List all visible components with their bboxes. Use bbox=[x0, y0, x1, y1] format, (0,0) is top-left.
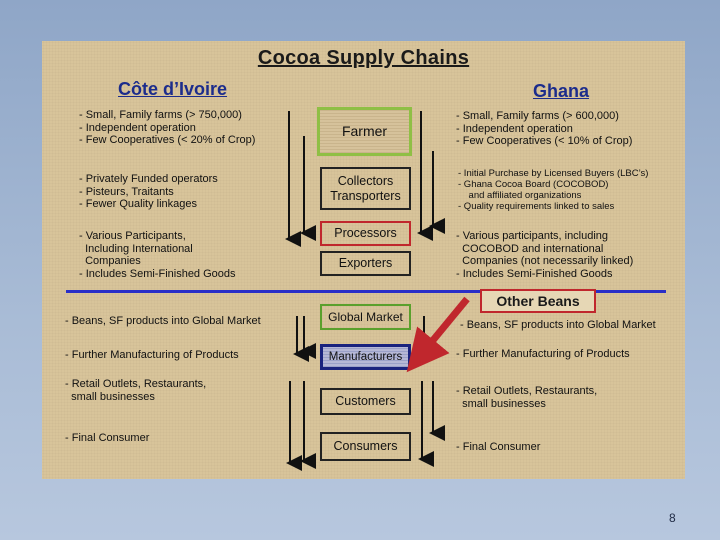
other-beans-box: Other Beans bbox=[480, 289, 596, 313]
manufacturers-box: Manufacturers bbox=[320, 344, 411, 370]
right-farm-notes: - Small, Family farms (> 600,000) - Inde… bbox=[456, 110, 633, 148]
consumers-box: Consumers bbox=[320, 432, 411, 461]
right-global-market-notes: - Beans, SF products into Global Market bbox=[460, 319, 656, 331]
right-retail-notes: - Retail Outlets, Restaurants, small bus… bbox=[456, 385, 598, 410]
right-manufacturing-notes: - Further Manufacturing of Products bbox=[456, 348, 630, 360]
collectors-box: Collectors Transporters bbox=[320, 167, 411, 210]
page-number: 8 bbox=[669, 511, 676, 525]
customers-box: Customers bbox=[320, 388, 411, 415]
left-exporter-notes: - Various Participants, Including Intern… bbox=[79, 230, 236, 280]
flow-arrows bbox=[285, 111, 470, 471]
right-consumer-notes: - Final Consumer bbox=[456, 441, 541, 453]
right-collector-notes: - Initial Purchase by Licensed Buyers (L… bbox=[458, 168, 649, 212]
exporters-box: Exporters bbox=[320, 251, 411, 276]
left-manufacturing-notes: - Further Manufacturing of Products bbox=[65, 349, 239, 361]
left-retail-notes: - Retail Outlets, Restaurants, small bus… bbox=[65, 378, 207, 403]
left-farm-notes: - Small, Family farms (> 750,000) - Inde… bbox=[79, 109, 256, 147]
processors-box: Processors bbox=[320, 221, 411, 246]
left-column-heading: Côte d’Ivoire bbox=[118, 79, 228, 99]
global-market-box: Global Market bbox=[320, 304, 411, 330]
diagram-panel: Cocoa Supply Chains Côte d’Ivoire Ghana … bbox=[42, 41, 685, 479]
left-consumer-notes: - Final Consumer bbox=[65, 432, 150, 444]
farmer-box: Farmer bbox=[317, 107, 412, 156]
other-beans-red-arrow bbox=[406, 296, 470, 373]
right-column-heading: Ghana bbox=[533, 81, 590, 101]
left-global-market-notes: - Beans, SF products into Global Market bbox=[65, 315, 261, 327]
diagram-title: Cocoa Supply Chains bbox=[257, 47, 470, 69]
left-collector-notes: - Privately Funded operators - Pisteurs,… bbox=[79, 173, 218, 211]
market-divider-line bbox=[66, 290, 666, 293]
right-exporter-notes: - Various participants, including COCOBO… bbox=[456, 230, 634, 280]
